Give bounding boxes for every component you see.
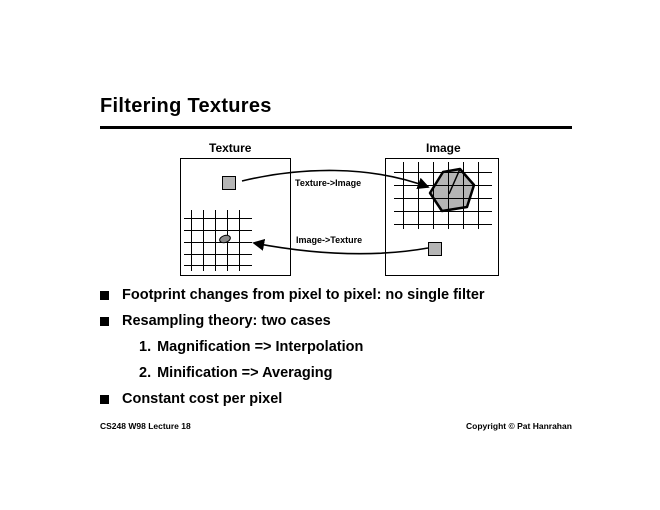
bullet-number: 1. [139, 339, 152, 355]
bullet-square-icon [100, 394, 109, 404]
bullet-text: Minification => Averaging [157, 365, 333, 381]
bullet-text: Footprint changes from pixel to pixel: n… [122, 287, 485, 303]
bullet-number: 2. [139, 365, 152, 381]
image-box [385, 158, 499, 276]
image-to-texture-arrow [252, 239, 429, 255]
bullet-item-magnification: 1. Magnification => Interpolation [139, 339, 363, 355]
texture-to-image-label: Texture->Image [295, 178, 362, 188]
title-rule [100, 126, 572, 129]
texture-sample-square [222, 176, 236, 190]
bullet-text: Magnification => Interpolation [157, 339, 364, 355]
bullet-text: Resampling theory: two cases [122, 313, 331, 329]
footer-copyright-label: Copyright © Pat Hanrahan [466, 421, 572, 431]
bullet-square-icon [100, 290, 109, 300]
image-footprint-outline [428, 167, 476, 213]
bullet-item-resampling: Resampling theory: two cases [100, 313, 331, 329]
image-to-texture-label: Image->Texture [296, 235, 363, 245]
bullet-item-minification: 2. Minification => Averaging [139, 365, 332, 381]
texture-grid [184, 210, 252, 271]
texture-box [180, 158, 291, 276]
image-sample-square [428, 242, 442, 256]
bullet-item-constant-cost: Constant cost per pixel [100, 391, 282, 407]
texture-footprint-blob [219, 234, 231, 244]
image-grid [394, 162, 492, 229]
texture-to-image-arrow [241, 169, 430, 189]
bullet-text: Constant cost per pixel [122, 391, 283, 407]
page-title: Filtering Textures [100, 95, 272, 117]
bullet-item-footprint: Footprint changes from pixel to pixel: n… [100, 287, 485, 303]
texture-box-label: Texture [209, 141, 252, 155]
bullet-square-icon [100, 316, 109, 326]
image-box-label: Image [426, 141, 461, 155]
footer-course-label: CS248 W98 Lecture 18 [100, 421, 191, 431]
